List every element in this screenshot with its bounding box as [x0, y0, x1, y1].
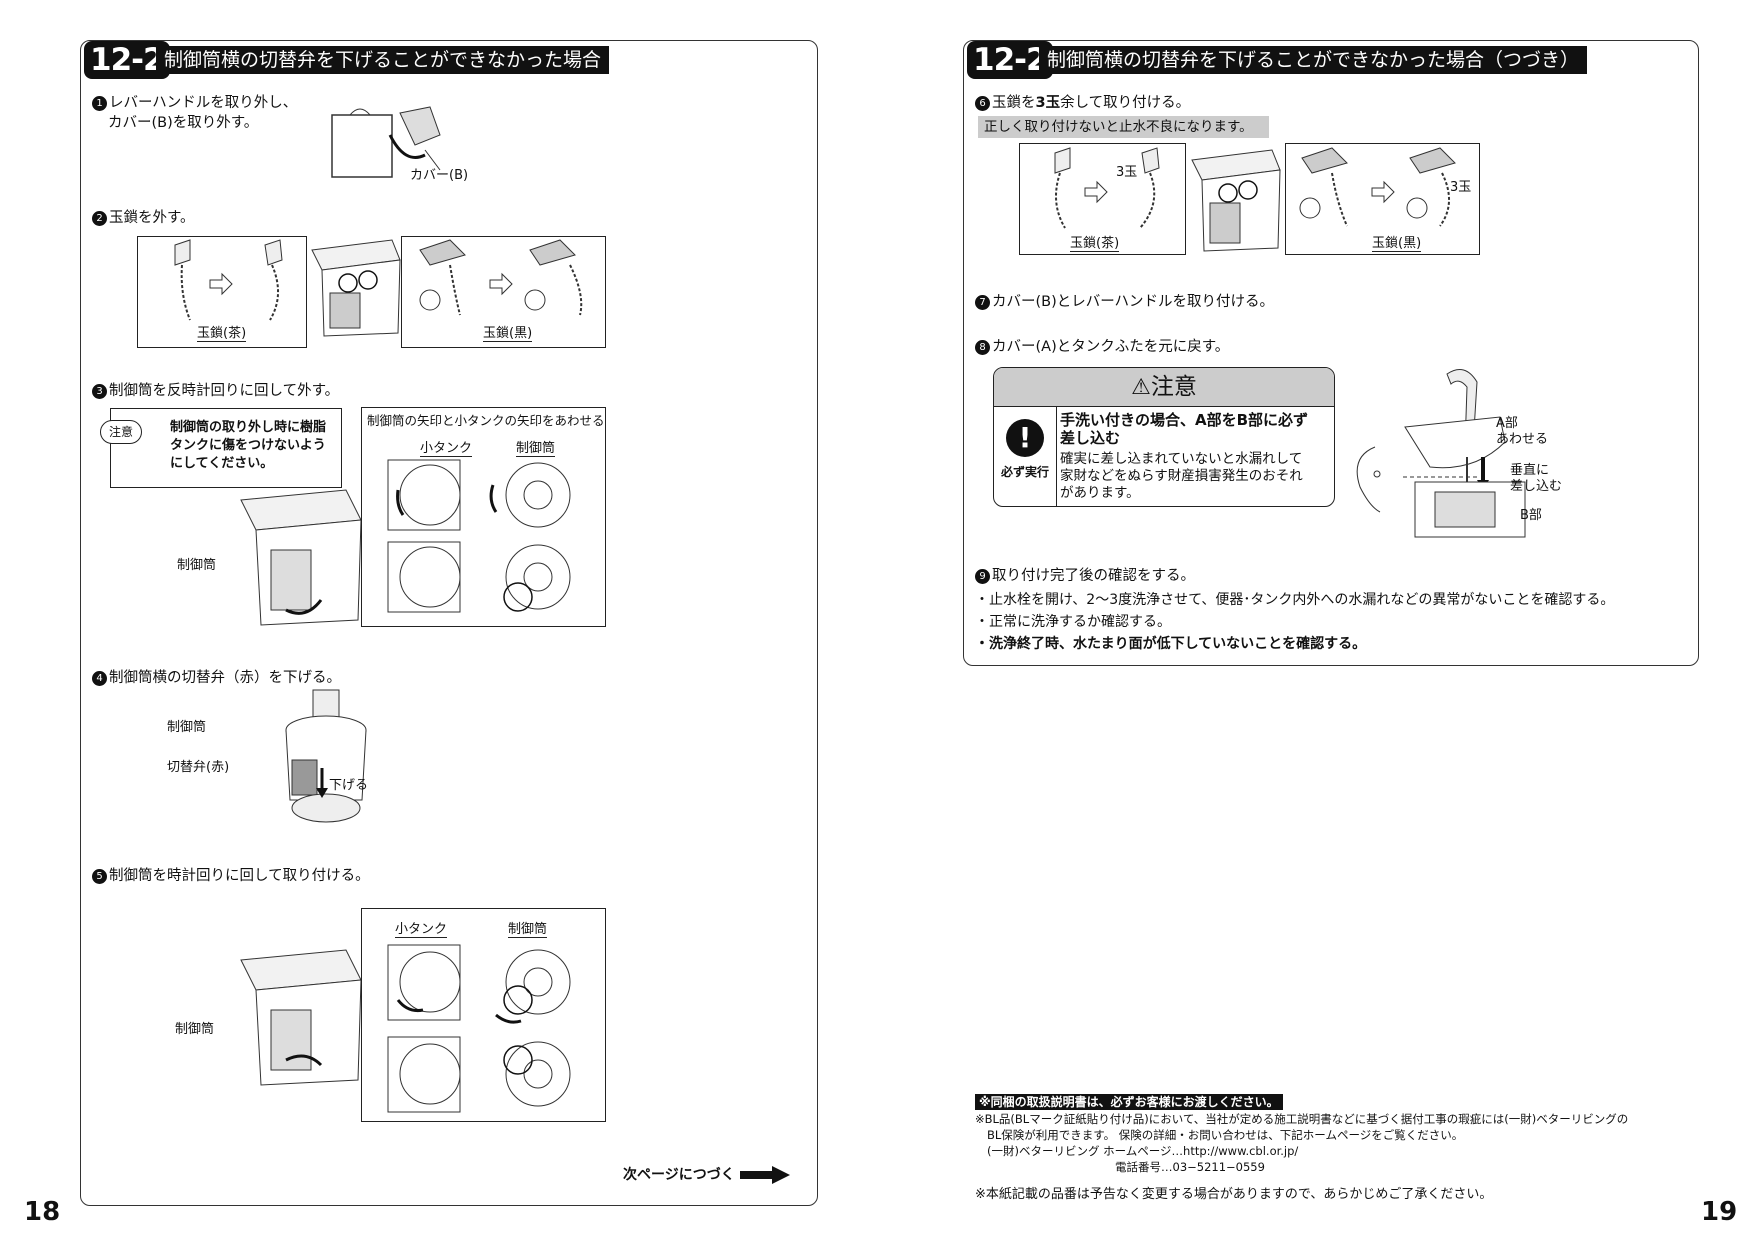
tank-install-illustration [240, 949, 362, 1086]
step-1-line2: カバー(B)を取り外す。 [108, 115, 259, 131]
notice-bar: 正しく取り付けないと止水不良になります。 [978, 116, 1269, 138]
step-number: 6 [975, 96, 990, 111]
caution-line-3: にしてください。 [170, 456, 274, 471]
continue-next-page: 次ページにつづく [623, 1164, 790, 1184]
caution-body-1: 確実に差し込まれていないと水漏れして [1060, 451, 1303, 467]
step-number: 2 [92, 211, 107, 226]
cylinder-install-diagrams [387, 944, 571, 1113]
tank-remove-illustration [240, 489, 362, 626]
caution-line-1: 制御筒の取り外し時に樹脂 [170, 420, 327, 435]
label-small-tank-step5: 小タンク [395, 918, 448, 938]
label-cover-b: カバー(B) [410, 168, 469, 183]
chain-brown-illustration [174, 239, 283, 321]
caution-tag: 注意 [100, 420, 142, 444]
check-bullet-1: ・止水栓を開け、2〜3度洗浄させて、便器･タンク内外への水漏れなどの異常がないこ… [975, 592, 1615, 608]
caution-heading-2: 差し込む [1060, 429, 1121, 447]
page-number-left: 18 [24, 1197, 61, 1227]
caution-box: ⚠注意 ! 必ず実行 手洗い付きの場合、A部をB部に必ず 差し込む 確実に差し込… [993, 367, 1335, 507]
label-lower: 下げる [329, 778, 369, 793]
caution-note-box [110, 408, 342, 488]
toilet-tank-cover-illustration [331, 106, 441, 178]
label-small-tank: 小タンク [420, 437, 473, 457]
label-cylinder-step4: 制御筒 [167, 720, 207, 735]
footer-line-2: BL保険が利用できます。 保険の詳細・お問い合わせは、下記ホームページをご覧くだ… [987, 1128, 1464, 1142]
section-number: 12-2 [84, 41, 170, 79]
step-number: 9 [975, 569, 990, 584]
section-title: 制御筒横の切替弁を下げることができなかった場合 [156, 46, 610, 74]
align-caption: 制御筒の矢印と小タンクの矢印をあわせる [367, 413, 605, 428]
footer-line-4: 電話番号…03−5211−0559 [1115, 1160, 1265, 1174]
chain-black-illustration [419, 239, 583, 316]
caution-body-2: 家財などをぬらす財産損害発生のおそれ [1060, 468, 1303, 484]
step-text: カバー(A)とタンクふたを元に戻す。 [992, 339, 1230, 355]
step-number: 5 [92, 869, 107, 884]
page-number-right: 19 [1701, 1197, 1738, 1227]
footer-note: ※本紙記載の品番は予告なく変更する場合がありますので、あらかじめご了承ください。 [975, 1187, 1493, 1202]
step-number: 1 [92, 96, 107, 111]
warning-triangle-icon: ⚠ [1131, 375, 1151, 400]
chain-black-install-illustration [1299, 147, 1456, 227]
label-control-cylinder-2: 制御筒 [516, 437, 556, 457]
tank-illustration [311, 239, 401, 337]
label-chain-brown: 玉鎖(茶) [197, 322, 247, 342]
check-bullet-2: ・正常に洗浄するか確認する。 [975, 614, 1171, 630]
label-switch-valve: 切替弁(赤) [167, 760, 230, 775]
section-number-right: 12-2 [967, 41, 1053, 79]
must-do-label: 必ず実行 [1000, 465, 1049, 479]
step-number: 3 [92, 384, 107, 399]
label-control-cylinder: 制御筒 [177, 558, 217, 573]
label-chain-black: 玉鎖(黒) [483, 322, 533, 342]
exclamation-icon: ! [1006, 419, 1044, 457]
label-chain-brown-right: 玉鎖(茶) [1070, 232, 1120, 252]
label-vertical: 垂直に [1510, 463, 1550, 478]
arrow-right-icon [739, 1166, 790, 1184]
caution-heading-1: 手洗い付きの場合、A部をB部に必ず [1060, 411, 1309, 429]
label-3ball-black: 3玉 [1450, 180, 1472, 195]
footer-line-1: ※BL品(BLマーク証紙貼り付け品)において、当社が定める施工説明書などに基づく… [975, 1112, 1629, 1126]
label-insert: 差し込む [1510, 479, 1563, 494]
step-number: 8 [975, 340, 990, 355]
chain-brown-install-illustration [1054, 147, 1160, 229]
faucet-insert-illustration [1356, 369, 1526, 538]
section-title-right: 制御筒横の切替弁を下げることができなかった場合（つづき） [1039, 46, 1588, 74]
label-align: あわせる [1496, 432, 1549, 447]
caution-header: ⚠注意 [994, 368, 1334, 407]
caution-line-2: タンクに傷をつけないよう [170, 438, 326, 453]
check-bullet-bold: ・洗浄終了時、水たまり面が低下していないことを確認する。 [975, 636, 1367, 652]
caution-icon-cell: ! 必ず実行 [994, 407, 1057, 506]
step-text: 玉鎖を外す。 [109, 210, 195, 226]
step-text: レバーハンドルを取り外し、 [109, 95, 298, 111]
label-b-part: B部 [1520, 508, 1542, 523]
label-a-part: A部 [1496, 416, 1518, 431]
label-cylinder-box-step5: 制御筒 [508, 918, 548, 938]
step-text: カバー(B)とレバーハンドルを取り付ける。 [992, 294, 1274, 310]
label-cylinder-step5: 制御筒 [175, 1022, 215, 1037]
cylinder-rotate-diagrams [387, 459, 571, 613]
cylinder-valve-illustration [285, 689, 367, 823]
footer-banner: ※同梱の取扱説明書は、必ずお客様にお渡しください。 [975, 1094, 1283, 1110]
step-text: 制御筒を時計回りに回して取り付ける。 [109, 868, 370, 884]
caution-body-3: があります。 [1060, 485, 1140, 501]
footer-line-3: (一財)ベターリビング ホームページ…http://www.cbl.or.jp/ [987, 1144, 1299, 1158]
label-3ball-brown: 3玉 [1116, 165, 1138, 180]
step-text: 制御筒を反時計回りに回して外す。 [109, 383, 340, 399]
step-text: 取り付け完了後の確認をする。 [992, 568, 1195, 584]
step-number: 4 [92, 671, 107, 686]
step-number: 7 [975, 295, 990, 310]
tank-install-chain-illustration [1191, 149, 1281, 252]
step-text: 制御筒横の切替弁（赤）を下げる。 [109, 670, 341, 686]
label-chain-black-right: 玉鎖(黒) [1372, 232, 1422, 252]
